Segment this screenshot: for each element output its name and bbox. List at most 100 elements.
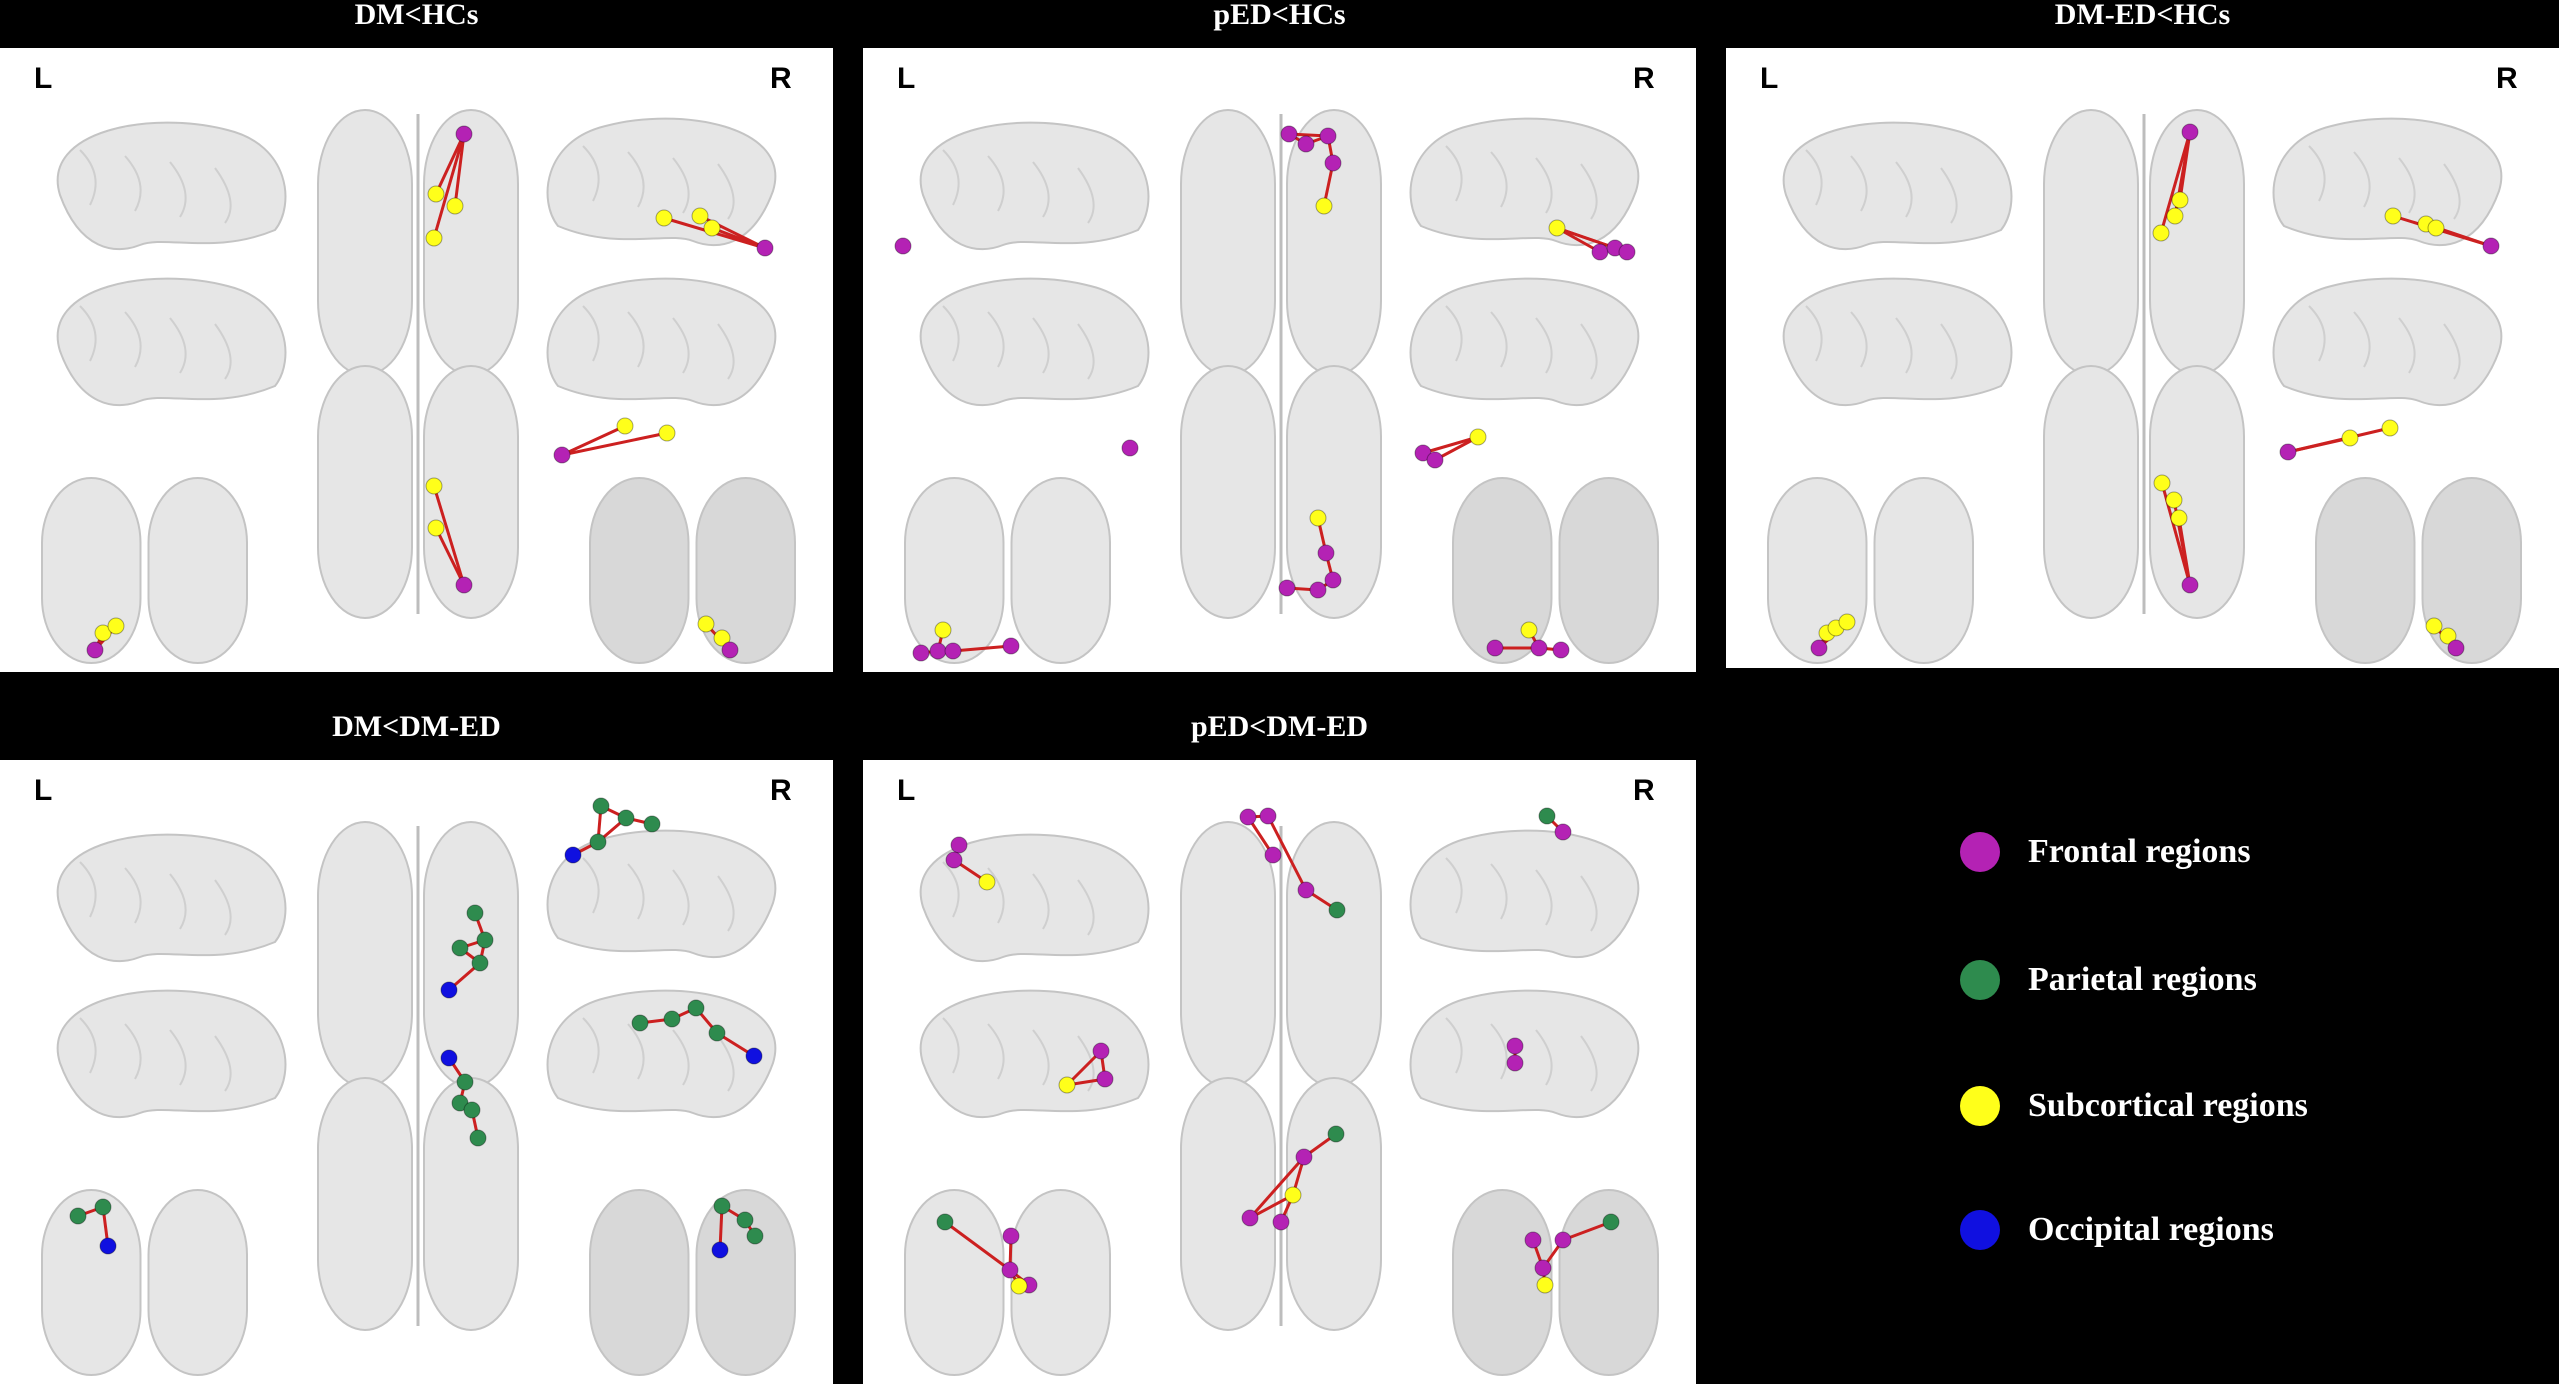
panel-ped-hcs: L R (863, 48, 1696, 672)
frontal-node (894, 237, 912, 255)
frontal-node (1309, 581, 1327, 599)
brain-network-ped-dmed (904, 807, 1659, 1376)
hemisphere (1180, 365, 1276, 619)
gyrus-line (1580, 323, 1598, 380)
gyrus-line (672, 1029, 690, 1086)
gyrus-line (2353, 151, 2371, 208)
subcortical-node (427, 519, 445, 537)
hemisphere (1452, 1189, 1553, 1376)
gyrus-line (124, 311, 142, 368)
frontal-node (1554, 1231, 1572, 1249)
gyrus-line (214, 167, 232, 224)
occipital-node (745, 1047, 763, 1065)
brain-views (1767, 109, 2522, 664)
gyrus-line (1580, 163, 1598, 220)
gyrus-line (79, 149, 97, 206)
panel-title-dm-hcs: DM<HCs (354, 0, 479, 31)
frontal-node (1241, 1209, 1259, 1227)
brain-silhouette (56, 833, 287, 963)
parietal-node (631, 1014, 649, 1032)
parietal-node (592, 797, 610, 815)
gyrus-line (2443, 323, 2461, 380)
frontal-node (1272, 1213, 1290, 1231)
frontal-node (1259, 807, 1277, 825)
right-label: R (770, 774, 792, 807)
legend-item-frontal: Frontal regions (1960, 832, 2251, 872)
connection-edge (2435, 226, 2492, 248)
gyrus-line (1940, 323, 1958, 380)
subcortical-node (1315, 197, 1333, 215)
subcortical-node (1309, 509, 1327, 527)
connection-edge (561, 431, 668, 457)
gyrus-line (627, 151, 645, 208)
brain-silhouette (56, 277, 287, 407)
hemisphere (2043, 365, 2139, 619)
connection-edge (1422, 435, 1479, 455)
subcortical-node (2170, 509, 2188, 527)
gyrus-line (1490, 1023, 1508, 1080)
brain-silhouette (919, 121, 1150, 251)
gyrus-line (1077, 879, 1095, 936)
frontal-node (2279, 443, 2297, 461)
parietal-node (469, 1129, 487, 1147)
gyrus-line (1535, 157, 1553, 214)
connection-edge (561, 424, 626, 457)
brain-silhouette (1409, 117, 1640, 247)
parietal-node (451, 939, 469, 957)
gyrus-line (169, 1029, 187, 1086)
frontal-node (1324, 571, 1342, 589)
subcortical-node (446, 197, 464, 215)
gyrus-line (1805, 305, 1823, 362)
right-label: R (1633, 62, 1655, 95)
parietal-swatch (1960, 960, 2000, 1000)
hemisphere (1558, 477, 1659, 664)
gyrus-line (627, 863, 645, 920)
gyrus-line (582, 145, 600, 202)
brain-views (41, 821, 796, 1376)
parietal-node (713, 1197, 731, 1215)
parietal-node (936, 1213, 954, 1231)
brain-silhouette (546, 829, 777, 959)
frontal-node (1506, 1037, 1524, 1055)
frontal-node (1552, 641, 1570, 659)
frontal-node (1591, 243, 1609, 261)
frontal-node (455, 576, 473, 594)
parietal-node (643, 815, 661, 833)
gyrus-line (717, 875, 735, 932)
gyrus-line (1490, 863, 1508, 920)
frontal-node (1506, 1054, 1524, 1072)
frontal-node (2482, 237, 2500, 255)
gyrus-line (214, 879, 232, 936)
gyrus-line (1032, 873, 1050, 930)
gyrus-line (2308, 305, 2326, 362)
parietal-node (476, 931, 494, 949)
gyrus-line (169, 317, 187, 374)
hemisphere (317, 821, 413, 1088)
gyrus-line (2308, 145, 2326, 202)
occipital-node (440, 1049, 458, 1067)
gyrus-line (942, 305, 960, 362)
gyrus-line (1805, 149, 1823, 206)
gyrus-line (627, 1023, 645, 1080)
frontal-node (1092, 1042, 1110, 1060)
frontal-node (1317, 544, 1335, 562)
frontal-node (944, 642, 962, 660)
subcortical-node (1058, 1076, 1076, 1094)
gyrus-line (672, 869, 690, 926)
gyrus-line (79, 305, 97, 362)
nodes (69, 797, 764, 1259)
hemisphere (1180, 109, 1276, 376)
connection-edge (1562, 1220, 1612, 1242)
nodes (936, 807, 1620, 1295)
hemisphere (1558, 1189, 1659, 1376)
brain-network-dm-hcs (41, 109, 796, 664)
frontal-node (1297, 135, 1315, 153)
brain-silhouette (2272, 117, 2503, 247)
subcortical-node (1520, 621, 1538, 639)
frontal-node (1121, 439, 1139, 457)
brain-silhouette (56, 121, 287, 251)
hemisphere (2043, 109, 2139, 376)
legend-label: Parietal regions (2028, 961, 2257, 998)
subcortical-node (1838, 613, 1856, 631)
left-label: L (34, 62, 53, 95)
